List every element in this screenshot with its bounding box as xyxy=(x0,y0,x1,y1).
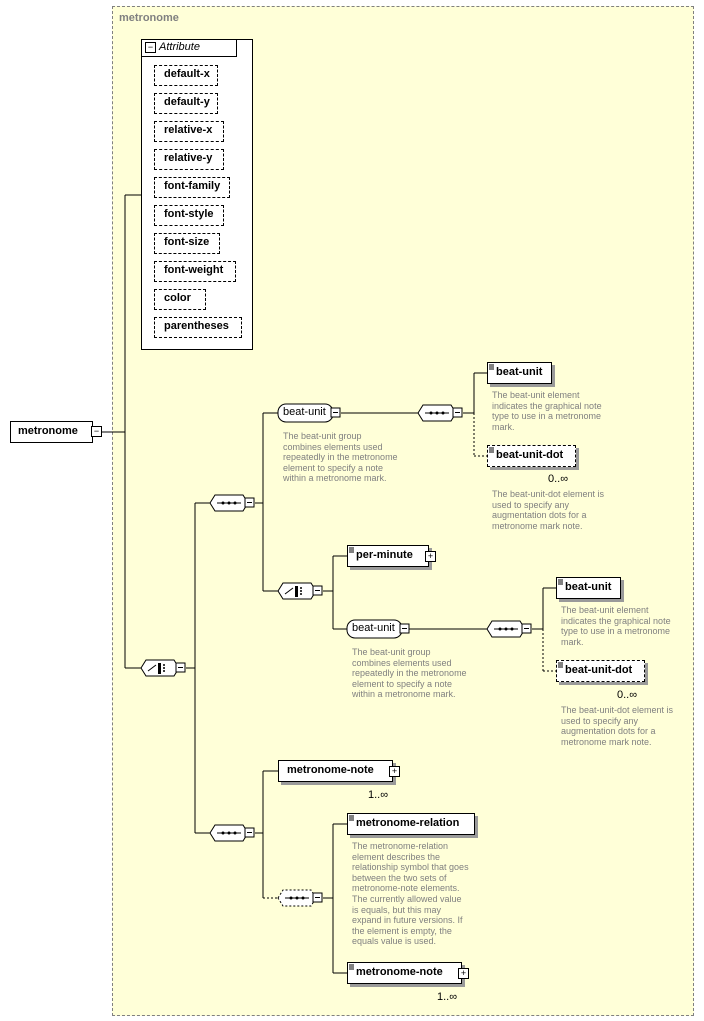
expand-minus-icon[interactable]: − xyxy=(91,426,102,437)
metronome-relation-element-doc: The metronome-relation element describes… xyxy=(352,841,469,947)
attr-color[interactable]: color xyxy=(154,289,206,310)
metronome-note-element-1-label: metronome-note xyxy=(287,764,374,776)
group-beat-unit-1-label[interactable]: beat-unit xyxy=(283,406,326,418)
per-minute-element-label: per-minute xyxy=(356,549,413,561)
beat-unit-dot-element-2-label: beat-unit-dot xyxy=(565,664,633,676)
beat-unit-element-1-label: beat-unit xyxy=(496,366,543,378)
attr-font-style[interactable]: font-style xyxy=(154,205,224,226)
beat-unit-dot-element-1-label: beat-unit-dot xyxy=(496,449,564,461)
beat-unit-element-1[interactable] xyxy=(487,362,552,384)
beat-unit-dot-1-occurrence: 0..∞ xyxy=(548,473,569,485)
group-beat-unit-1-doc: The beat-unit group combines elements us… xyxy=(283,431,398,484)
beat-unit-dot-element-1-doc: The beat-unit-dot element is used to spe… xyxy=(492,489,605,531)
group-beat-unit-2-label[interactable]: beat-unit xyxy=(352,622,395,634)
beat-unit-element-2[interactable] xyxy=(556,577,621,599)
attr-font-weight[interactable]: font-weight xyxy=(154,261,236,282)
attribute-header xyxy=(141,39,237,57)
beat-unit-element-1-doc: The beat-unit element indicates the grap… xyxy=(492,390,602,432)
beat-unit-dot-element-1[interactable] xyxy=(487,445,576,467)
beat-unit-element-2-doc: The beat-unit element indicates the grap… xyxy=(561,605,671,647)
metronome-note-2-expand-plus-icon[interactable]: + xyxy=(458,968,469,979)
attr-relative-y[interactable]: relative-y xyxy=(154,149,224,170)
attr-parentheses[interactable]: parentheses xyxy=(154,317,242,338)
beat-unit-element-2-label: beat-unit xyxy=(565,581,612,593)
metronome-note-element-2-label: metronome-note xyxy=(356,966,443,978)
attr-font-family[interactable]: font-family xyxy=(154,177,230,198)
per-minute-expand-plus-icon[interactable]: + xyxy=(425,551,436,562)
beat-unit-dot-2-occurrence: 0..∞ xyxy=(617,689,638,701)
metronome-note-2-occurrence: 1..∞ xyxy=(437,991,458,1003)
beat-unit-dot-element-2[interactable] xyxy=(556,660,645,682)
beat-unit-dot-element-2-doc: The beat-unit-dot element is used to spe… xyxy=(561,705,674,747)
attr-relative-x[interactable]: relative-x xyxy=(154,121,224,142)
attr-font-size[interactable]: font-size xyxy=(154,233,220,254)
collapse-minus-icon[interactable]: − xyxy=(145,42,156,53)
attribute-header-label: Attribute xyxy=(159,41,200,53)
attr-default-x[interactable]: default-x xyxy=(154,65,218,86)
metronome-relation-element-label: metronome-relation xyxy=(356,817,460,829)
metronome-note-1-occurrence: 1..∞ xyxy=(368,789,389,801)
metronome-element-label: metronome xyxy=(18,425,78,437)
attr-default-y[interactable]: default-y xyxy=(154,93,218,114)
metronome-relation-element[interactable] xyxy=(347,813,475,835)
frame-title: metronome xyxy=(119,12,179,24)
group-beat-unit-2-doc: The beat-unit group combines elements us… xyxy=(352,647,467,700)
metronome-note-1-expand-plus-icon[interactable]: + xyxy=(389,766,400,777)
